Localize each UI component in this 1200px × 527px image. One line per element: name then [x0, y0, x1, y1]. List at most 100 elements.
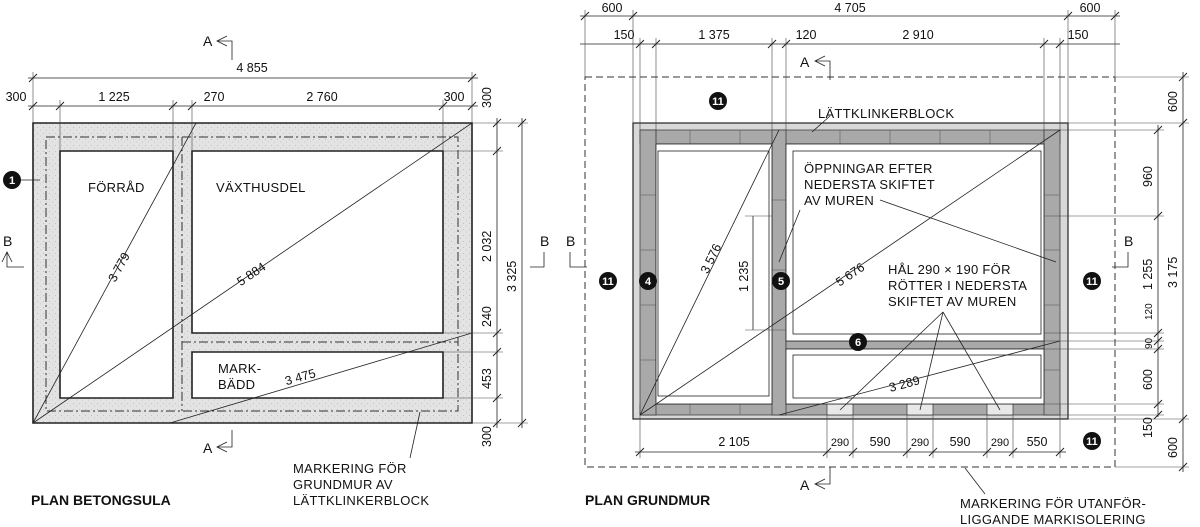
room-bed: [785, 348, 1045, 405]
section-marker-b: B B: [1, 233, 549, 268]
grundmur-diagonals: [639, 129, 1061, 416]
gm-dim-right-3: 120: [1144, 303, 1155, 320]
room-forrad: [59, 150, 174, 399]
dim-right-4: 453: [480, 368, 494, 389]
dim-top-4: 2 760: [306, 90, 337, 104]
top-dimensions: [28, 72, 478, 151]
diag-label-3: 3 475: [283, 366, 317, 388]
gm-top-dimensions: [580, 10, 1120, 144]
label-holes-3: SKIFTET AV MUREN: [888, 294, 1017, 309]
svg-text:A: A: [800, 54, 810, 70]
svg-text:B: B: [566, 233, 575, 249]
gm-dim-top-5: 150: [1068, 28, 1089, 42]
right-dimensions: [443, 118, 528, 428]
title-plan-betongsula: PLAN BETONGSULA: [31, 492, 171, 508]
svg-text:A: A: [800, 477, 810, 493]
dim-right-2: 2 032: [480, 231, 494, 262]
room-label-badd: BÄDD: [218, 377, 255, 392]
room-label-mark: MARK-: [218, 361, 261, 376]
gm-dim-right-4: 90: [1144, 337, 1155, 349]
svg-text:B: B: [3, 233, 12, 249]
gm-dim-top-total: 4 705: [834, 1, 865, 15]
gm-dim-right-outer-2: 600: [1166, 437, 1180, 458]
gm-dim-right-total: 3 175: [1166, 257, 1180, 288]
room-label-vaxthusdel: VÄXTHUSDEL: [216, 180, 306, 195]
gm-note-leader: [964, 467, 986, 495]
gm-dim-right-1: 960: [1141, 166, 1155, 187]
marker-4: [639, 272, 657, 290]
dim-inner: 1 235: [737, 261, 751, 292]
svg-text:11: 11: [712, 96, 724, 108]
plan-grundmur: 3 576 5 676 3 289 1 235 LÄTTKLINKERBLOCK…: [566, 1, 1189, 527]
dim-top-total: 4 855: [236, 61, 267, 75]
dim-top-5: 300: [444, 90, 465, 104]
room-vaxthusdel: [191, 150, 444, 334]
gm-dim-right-6: 150: [1141, 417, 1155, 438]
marker-5: [772, 272, 790, 290]
label-openings-3: AV MUREN: [804, 193, 874, 208]
label-openings-2: NEDERSTA SKIFTET: [804, 177, 935, 192]
gm-dim-bottom-3: 590: [870, 435, 891, 449]
label-holes-1: HÅL 290 × 190 FÖR: [888, 262, 1011, 277]
gm-dim-right-2: 1 255: [1141, 259, 1155, 290]
markers: 11 4 5 6 11 11 11: [599, 92, 1101, 450]
diag-label-2: 5 884: [235, 260, 269, 289]
gm-dim-bottom-4: 290: [911, 437, 929, 449]
gm-dim-top-2: 1 375: [698, 28, 729, 42]
gm-section-marker-b: B B: [566, 233, 1133, 268]
diag-label-1: 3 779: [105, 250, 132, 284]
gm-right-dimensions: [1044, 72, 1189, 472]
gm-dim-right-5: 600: [1141, 369, 1155, 390]
note-leader: [409, 411, 421, 459]
label-openings-1: ÖPPNINGAR EFTER: [804, 161, 933, 176]
gm-dim-right-outer-1: 600: [1166, 91, 1180, 112]
gm-dim-bottom-2: 290: [831, 437, 849, 449]
title-plan-grundmur: PLAN GRUNDMUR: [585, 492, 710, 508]
svg-text:B: B: [1124, 233, 1133, 249]
svg-text:6: 6: [855, 337, 861, 349]
note-line-1: MARKERING FÖR: [293, 461, 407, 476]
dim-top-1: 300: [6, 90, 27, 104]
marker-11-bottom: [1083, 432, 1101, 450]
gm-dim-bottom-6: 290: [991, 437, 1009, 449]
dim-right-1: 300: [480, 87, 494, 108]
wall-marking: [45, 136, 459, 412]
dim-top-2: 1 225: [98, 90, 129, 104]
gm-dim-top-3: 120: [796, 28, 817, 42]
marker-11-top: [709, 92, 727, 110]
svg-text:4: 4: [645, 276, 652, 288]
dim-right-5: 300: [480, 426, 494, 447]
gm-note-line-1: MARKERING FÖR UTANFÖR-: [960, 496, 1146, 511]
dim-right-3: 240: [480, 306, 494, 327]
room-label-forrad: FÖRRÅD: [88, 180, 145, 195]
label-block: LÄTTKLINKERBLOCK: [818, 106, 954, 121]
svg-text:A: A: [203, 440, 213, 456]
gm-dim-bottom-7: 550: [1027, 435, 1048, 449]
block-joints: [640, 130, 1060, 415]
marker-11-right: [1083, 272, 1101, 290]
svg-text:5: 5: [778, 276, 784, 288]
marker-6: [849, 333, 867, 351]
dim-top-3: 270: [204, 90, 225, 104]
note-line-2: GRUNDMUR AV: [293, 477, 393, 492]
gm-section-marker-a: A A: [800, 54, 831, 493]
gm-dim-top-1: 150: [614, 28, 635, 42]
block-walls: [639, 129, 1061, 416]
dim-right-total: 3 325: [505, 261, 519, 292]
marker-1: [3, 171, 21, 189]
diagonals: [32, 122, 473, 424]
section-marker-a: A A: [203, 33, 233, 456]
svg-text:11: 11: [1086, 276, 1098, 288]
svg-text:B: B: [540, 233, 549, 249]
room-markbadd: [191, 351, 444, 399]
marker-11-left: [599, 272, 617, 290]
gm-dim-top-outer-2: 600: [1080, 1, 1101, 15]
gm-bottom-dimensions: [635, 415, 1066, 458]
insulation-marking: [584, 76, 1116, 468]
gm-dim-top-outer-1: 600: [602, 1, 623, 15]
label-holes-2: RÖTTER I NEDERSTA: [888, 278, 1027, 293]
svg-text:A: A: [203, 33, 213, 49]
svg-text:11: 11: [1086, 436, 1098, 448]
gm-dim-top-4: 2 910: [902, 28, 933, 42]
